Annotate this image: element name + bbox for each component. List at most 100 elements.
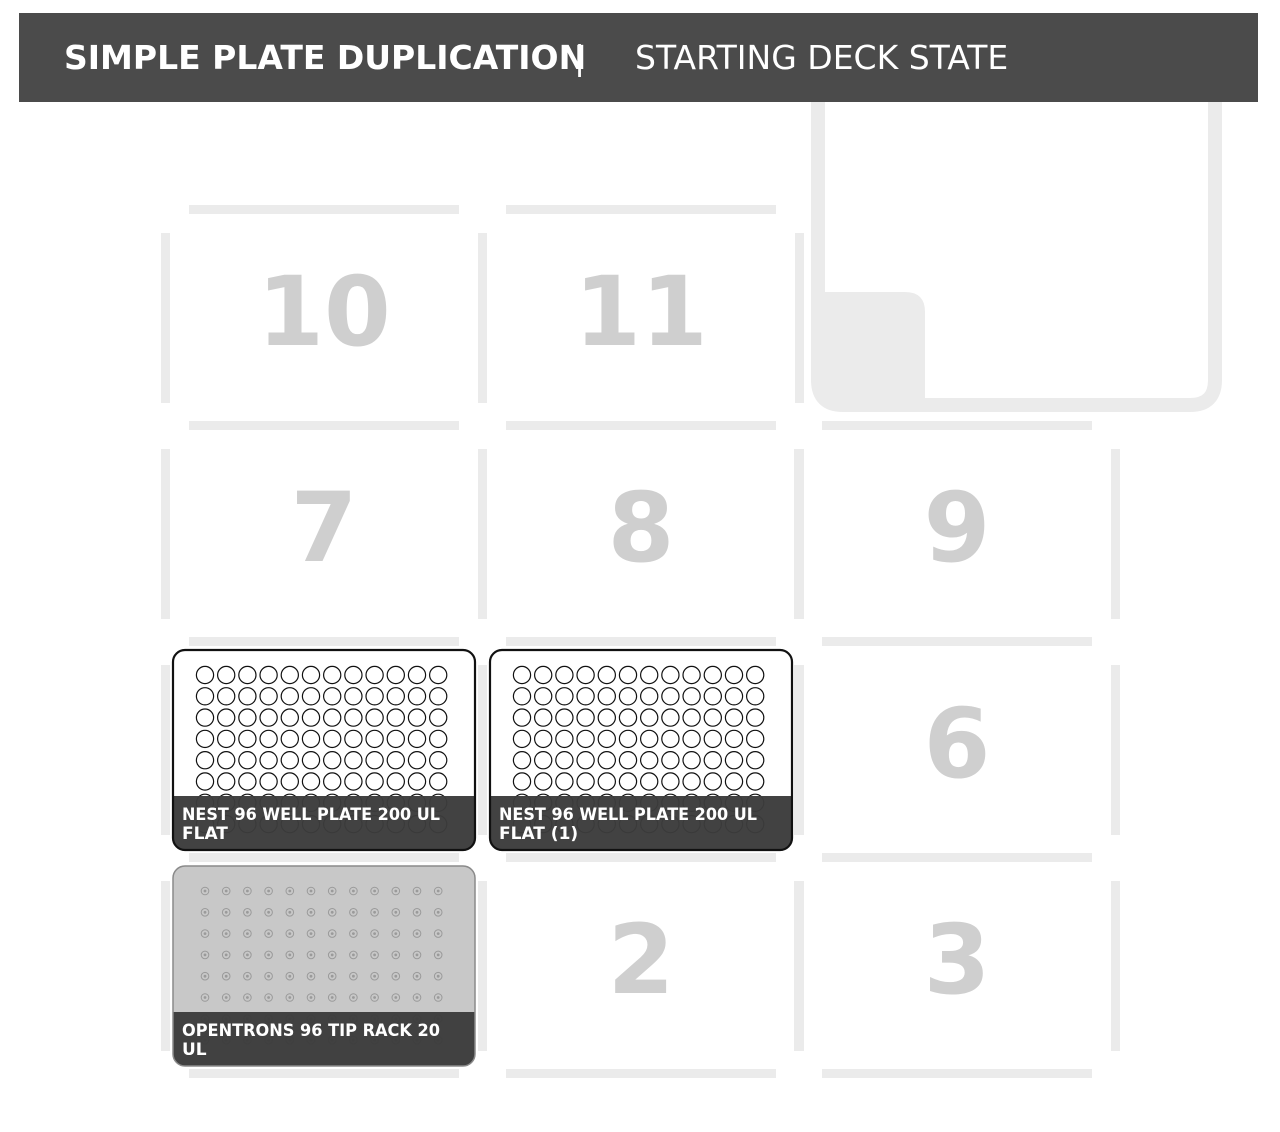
- well: [407, 708, 427, 727]
- well: [280, 687, 299, 706]
- well: [280, 751, 299, 770]
- well: [618, 687, 638, 706]
- well: [576, 687, 595, 706]
- well: [301, 708, 321, 727]
- tip: [370, 929, 379, 938]
- tip: [264, 993, 273, 1002]
- well: [259, 751, 278, 770]
- tip: [433, 993, 443, 1002]
- trash-bin: [811, 102, 1222, 412]
- tip-center: [309, 932, 313, 935]
- well: [238, 687, 257, 706]
- well: [238, 772, 257, 791]
- tip-center: [415, 974, 419, 978]
- tip: [349, 993, 358, 1002]
- tip-center: [352, 996, 355, 999]
- tip-center: [288, 889, 292, 893]
- labware-name-line2: FLAT (1): [499, 824, 578, 844]
- well: [323, 751, 342, 770]
- well: [407, 687, 427, 706]
- tip-center: [330, 889, 334, 893]
- well: [429, 772, 448, 791]
- tip: [221, 908, 231, 917]
- tip-center: [352, 974, 355, 978]
- tip-center: [436, 996, 440, 999]
- tip-center: [415, 910, 419, 914]
- well: [640, 751, 659, 770]
- well: [216, 687, 236, 706]
- well: [555, 772, 574, 791]
- tip: [327, 971, 337, 981]
- tip: [433, 886, 443, 896]
- well: [661, 772, 680, 791]
- well: [429, 687, 448, 706]
- tip: [433, 929, 443, 938]
- well: [746, 708, 765, 727]
- well: [597, 687, 617, 706]
- tip-center: [373, 996, 376, 999]
- tip: [221, 950, 231, 960]
- tip: [243, 929, 252, 938]
- well: [323, 687, 342, 706]
- tip-center: [415, 996, 419, 999]
- well: [365, 772, 384, 791]
- labware-name-line2: UL: [182, 1040, 207, 1060]
- well: [682, 665, 701, 685]
- tip-center: [352, 953, 355, 957]
- header-bar: SIMPLE PLATE DUPLICATION | STARTING DECK…: [19, 13, 1258, 102]
- tip-center: [288, 974, 292, 978]
- well: [703, 772, 723, 791]
- tip-center: [288, 932, 292, 935]
- tip: [200, 971, 210, 981]
- tip: [285, 971, 295, 981]
- tip-center: [267, 974, 270, 978]
- tip: [433, 908, 443, 917]
- tip: [391, 929, 401, 938]
- well: [576, 729, 595, 749]
- labware-outline: [172, 865, 476, 1067]
- tip-center: [224, 889, 228, 893]
- tip: [412, 908, 422, 917]
- labware-name-line1: NEST 96 WELL PLATE 200 UL: [499, 805, 757, 825]
- well: [661, 665, 680, 685]
- labware-outline: [171, 648, 477, 852]
- well: [386, 772, 405, 791]
- tip-center: [246, 996, 249, 999]
- well: [724, 665, 744, 685]
- well: [597, 729, 617, 749]
- well: [301, 687, 321, 706]
- well: [429, 751, 448, 770]
- well: [407, 665, 427, 685]
- tip-center: [203, 910, 207, 914]
- tip-center: [203, 996, 207, 999]
- well: [555, 729, 574, 749]
- tip: [200, 908, 210, 917]
- tip-center: [203, 889, 207, 893]
- tip: [327, 908, 337, 917]
- tip: [264, 886, 273, 896]
- well: [259, 687, 278, 706]
- tip-center: [309, 974, 313, 978]
- tip-center: [330, 974, 334, 978]
- tip: [391, 908, 401, 917]
- well: [661, 708, 680, 727]
- well: [280, 729, 299, 749]
- slot-number-8: 8: [608, 472, 675, 584]
- well: [555, 708, 574, 727]
- well: [216, 708, 236, 727]
- well: [512, 708, 532, 727]
- tip-center: [267, 996, 270, 999]
- tip-center: [415, 932, 419, 935]
- well: [534, 708, 553, 727]
- well: [259, 665, 278, 685]
- tip-center: [224, 974, 228, 978]
- labware-name-line2: FLAT: [182, 824, 228, 844]
- tip-center: [246, 974, 249, 978]
- tip: [391, 971, 401, 981]
- tip: [433, 950, 443, 960]
- tip: [349, 929, 358, 938]
